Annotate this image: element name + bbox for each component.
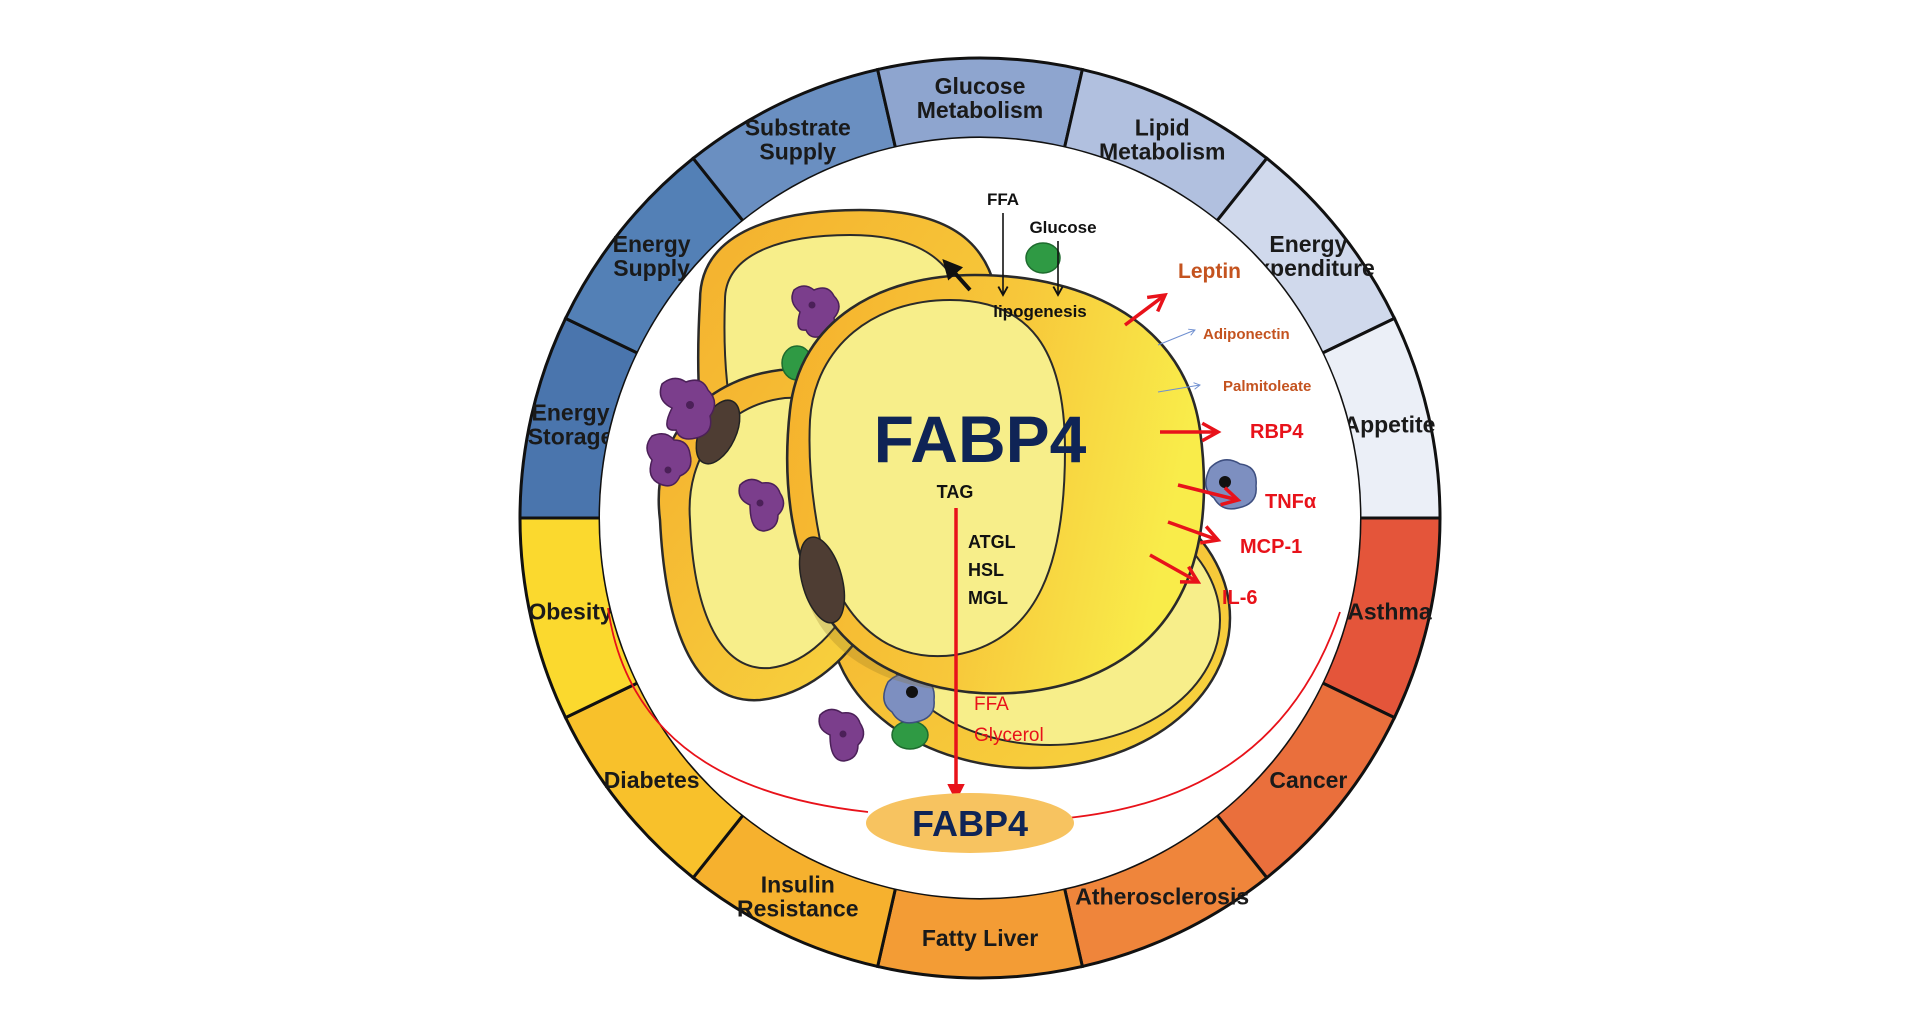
lipase-label-mgl: MGL [968, 588, 1008, 608]
ring-label-top-6: Appetite [1343, 412, 1435, 438]
fabp4-title: FABP4 [874, 402, 1087, 476]
adipokine-label-1: Adiponectin [1203, 326, 1290, 343]
ring-label-bottom-5: Diabetes [604, 767, 700, 793]
circulating-fabp4: FABP4 [866, 793, 1074, 853]
ring-label-bottom-3: Fatty Liver [922, 925, 1038, 951]
ring-label-bottom-2: Atherosclerosis [1075, 883, 1249, 909]
secretion-arrow-6 [1149, 553, 1198, 582]
secretion-arrow-2 [1157, 382, 1201, 393]
macrophage-nuclei [664, 301, 847, 738]
ffa-input-label: FFA [987, 190, 1019, 209]
adipokine-label-0: Leptin [1178, 260, 1241, 283]
adipocyte-main [785, 273, 1206, 695]
circulating-fabp4-label: FABP4 [912, 803, 1028, 844]
ring-label-bottom-0: Asthma [1347, 598, 1432, 624]
secretion-arrow-4 [1177, 483, 1238, 500]
lipogenesis-label: lipogenesis [993, 302, 1087, 321]
macrophage-cells [646, 285, 865, 762]
release-glycerol-label: Glycerol [974, 725, 1044, 746]
lipogenesis-arrow [942, 259, 972, 292]
glucose-input-label: Glucose [1029, 218, 1096, 237]
secretion-arrow-1 [1157, 328, 1196, 346]
tag-label: TAG [937, 482, 974, 502]
adipokine-label-4: TNFα [1265, 491, 1317, 513]
circulation-curve [607, 607, 1341, 819]
secreted-adipokines: LeptinAdiponectinPalmitoleateRBP4TNFαMCP… [1123, 260, 1317, 609]
adipokine-label-3: RBP4 [1250, 421, 1304, 443]
lipase-labels: ATGL HSL MGL [968, 532, 1016, 608]
secretion-arrow-5 [1167, 520, 1218, 540]
ring-label-bottom-1: Cancer [1269, 767, 1347, 793]
adipokine-label-6: IL-6 [1222, 587, 1258, 609]
lipase-label-hsl: HSL [968, 560, 1004, 580]
ring-label-bottom-6: Obesity [528, 598, 613, 624]
secretion-arrow-0 [1123, 295, 1165, 327]
adipokine-label-5: MCP-1 [1240, 536, 1302, 558]
lipase-label-atgl: ATGL [968, 532, 1016, 552]
release-ffa-label: FFA [974, 694, 1009, 715]
adipokine-label-2: Palmitoleate [1223, 378, 1311, 395]
